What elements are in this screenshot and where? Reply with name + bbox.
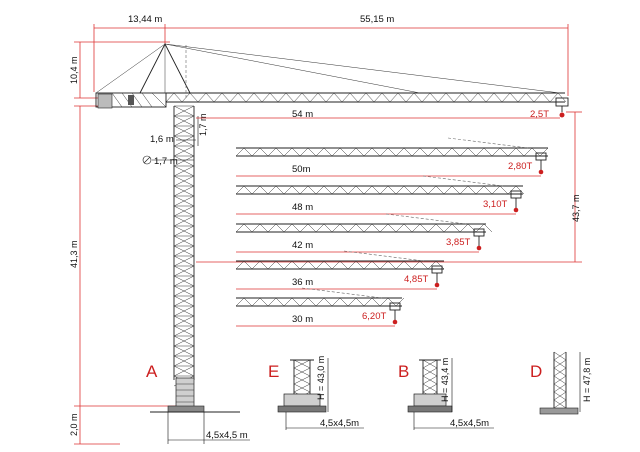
left-dimensions: 10,4 m 41,3 m 2,0 m (69, 41, 180, 445)
dim-1-7-horizontal-label: 1,7 m (154, 156, 178, 167)
jib-load-label: 3,85T (446, 237, 470, 248)
dim-1-6-label: 1,6 m (150, 134, 174, 145)
variant-tower (277, 359, 327, 413)
tower: 1,6 m 1,7 m 1,7 m 4,5x4,5 m (142, 105, 250, 444)
jib-configurations: 54 m 2,5T 50m 2,80T 48 m 3,10T 42 m 3,85T 36 m 4,… (196, 109, 560, 327)
main-jib (95, 43, 569, 118)
variant-tower (539, 351, 579, 415)
jib-length-label: 36 m (292, 277, 313, 288)
variant-height-label: H = 47,8 m (582, 358, 592, 402)
jib-load-label: 3,10T (483, 199, 507, 210)
jib-length-label: 42 m (292, 240, 313, 251)
variant-height-label: H = 43,4 m (440, 358, 450, 402)
jib-config-row: 42 m 3,85T (235, 213, 493, 253)
jib-load-label: 6,20T (362, 311, 386, 322)
variant-letter: A (146, 362, 158, 381)
jib-config-row: 36 m 4,85T (235, 250, 445, 290)
jib-config-row: 50m 2,80T (235, 137, 549, 177)
jib-length-label: 50m (292, 164, 311, 175)
variant-letter: D (530, 362, 542, 381)
jib-length-label: 30 m (292, 314, 313, 325)
dim-1-7-vertical-label: 1,7 m (198, 113, 208, 136)
variant-letter: E (268, 362, 279, 381)
jib-length-label: 54 m (292, 109, 313, 120)
hook-height-label: 43,7 m (571, 194, 581, 222)
variant-base-label: 4,5x4,5m (320, 418, 359, 429)
base-height-label: 2,0 m (69, 413, 79, 436)
variant-height-label: H = 43,0 m (316, 356, 326, 400)
counter-jib-length-label: 13,44 m (128, 14, 162, 25)
tower-height-label: 41,3 m (69, 240, 79, 268)
jib-config-row: 30 m 6,20T (235, 287, 405, 327)
jib-length-label: 48 m (292, 202, 313, 213)
crane-variants: A E H = 43,0 m 4,5x4,5m B H = 43,4 m 4,5x4,5m D… (146, 351, 592, 430)
jib-config-row: 48 m 3,10T (235, 175, 525, 215)
base-width-main-label: 4,5x4,5 m (206, 430, 248, 441)
variant-base-label: 4,5x4,5m (450, 418, 489, 429)
jib-load-label: 2,5T (530, 109, 549, 120)
jib-load-label: 2,80T (508, 161, 532, 172)
variant-letter: B (398, 362, 409, 381)
top-dimensions: 13,44 m 55,15 m (93, 14, 569, 96)
jib-load-label: 4,85T (404, 274, 428, 285)
jib-length-total-label: 55,15 m (360, 14, 394, 25)
head-height-label: 10,4 m (69, 56, 79, 84)
